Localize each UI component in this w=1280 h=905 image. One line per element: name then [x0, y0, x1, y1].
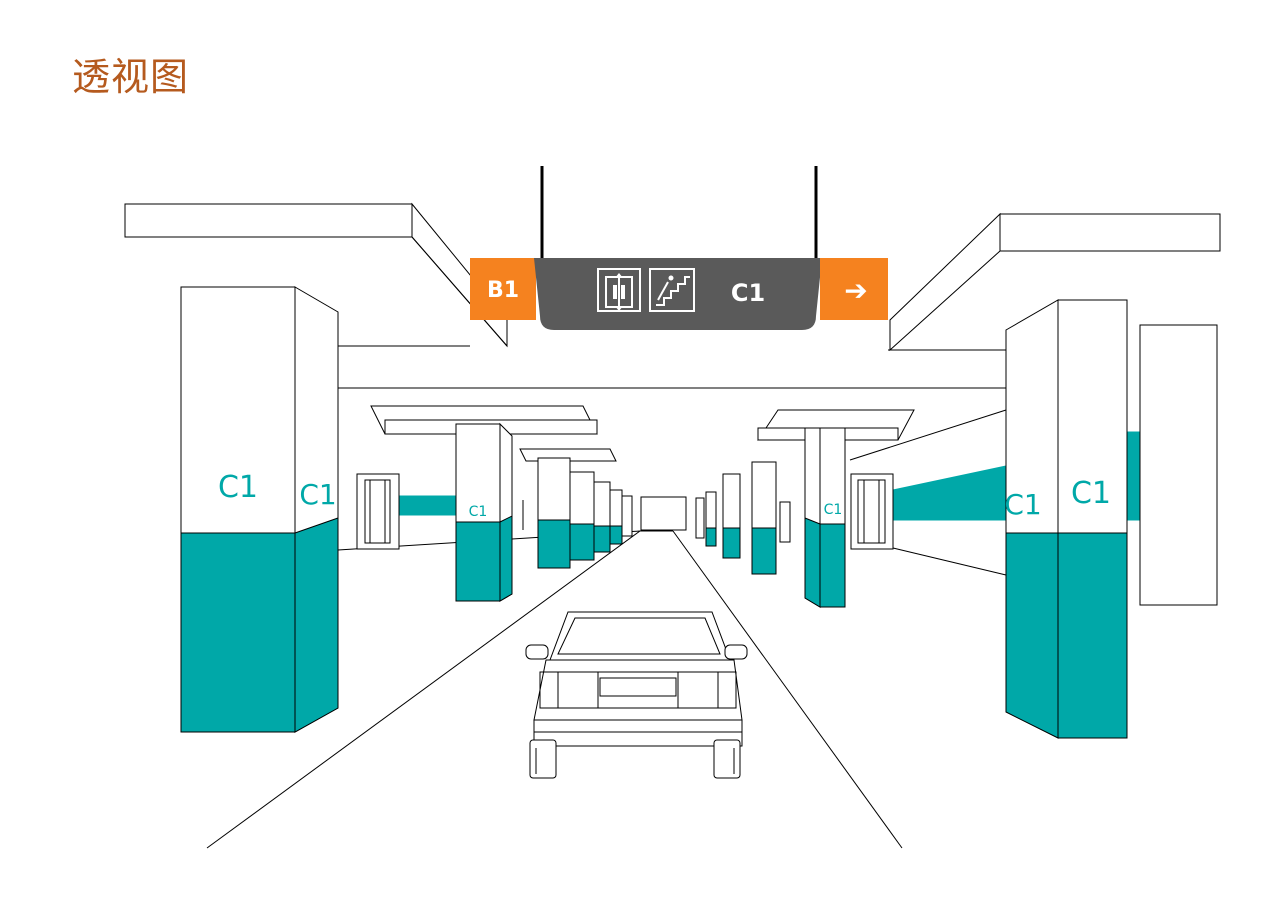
far-wall: [640, 496, 687, 531]
right-wall: [849, 324, 1218, 606]
pillar-right-front-side-label: C1: [1004, 488, 1041, 521]
sign-zone-label: C1: [731, 279, 765, 307]
pillar-left-front-side-label: C1: [299, 478, 336, 511]
door-right: [850, 473, 894, 550]
sign-direction-panel: ➔: [820, 258, 888, 320]
stairs-icon: [649, 268, 695, 312]
far-pillars-right: [695, 461, 791, 575]
pillar-right-front: C1 C1: [1004, 299, 1128, 739]
pillar-right-front-face-label: C1: [1071, 476, 1111, 511]
far-pillars-left: [522, 457, 633, 569]
sign-center-panel: C1: [534, 258, 822, 330]
ceiling-lines: [337, 345, 1006, 389]
hanging-sign: B1 C1 ➔: [470, 166, 888, 330]
pillar-left-mid-label: C1: [469, 504, 488, 520]
car: [525, 611, 748, 779]
door-left: [356, 473, 400, 550]
pillar-right-mid: C1: [804, 427, 846, 608]
pillar-left-mid: C1: [455, 422, 513, 602]
page-title: 透视图: [72, 55, 190, 99]
pillar-left-front-face-label: C1: [218, 470, 258, 505]
sign-level-label: B1: [487, 278, 519, 303]
floor-lane-lines: [206, 530, 903, 849]
pillar-left-front: C1 C1: [180, 286, 339, 733]
mid-beams-right: [757, 409, 915, 441]
elevator-icon: [597, 268, 641, 312]
ceiling-beam-right: [889, 212, 1221, 352]
pillar-right-mid-label: C1: [824, 502, 843, 518]
sign-level-panel: B1: [470, 258, 536, 320]
right-arrow-icon: ➔: [844, 274, 867, 307]
